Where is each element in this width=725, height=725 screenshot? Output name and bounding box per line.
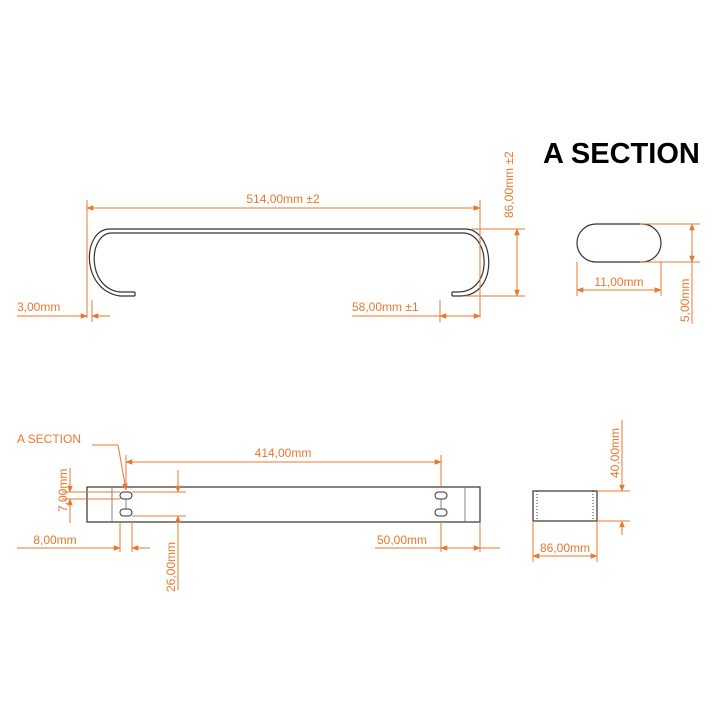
height-label: 86,00mm ±2 bbox=[502, 151, 516, 218]
section-title: A SECTION bbox=[543, 138, 700, 170]
hook-depth-label: 58,00mm ±1 bbox=[352, 300, 419, 314]
dim-section-height bbox=[640, 223, 700, 324]
cross-section bbox=[576, 223, 662, 263]
dim-hook-depth bbox=[352, 300, 481, 322]
total-length-label: 514,00mm ±2 bbox=[246, 192, 320, 206]
dim-thickness bbox=[17, 300, 110, 322]
flat-view bbox=[86, 486, 481, 523]
dim-section-width bbox=[576, 262, 662, 296]
side-view bbox=[532, 490, 598, 522]
dim-inner-offset bbox=[132, 470, 186, 590]
hole-length-label: 7,00mm bbox=[56, 469, 70, 512]
dim-edge-offset bbox=[17, 522, 150, 552]
edge-offset-label: 8,00mm bbox=[33, 533, 76, 547]
dim-side-width bbox=[532, 521, 598, 562]
hole-distance-label: 414,00mm bbox=[255, 446, 312, 460]
thickness-label: 3,00mm bbox=[17, 300, 60, 314]
dim-hole-length bbox=[62, 468, 120, 523]
end-offset-label: 50,00mm bbox=[377, 533, 427, 547]
side-width-label: 86,00mm bbox=[540, 541, 590, 555]
dim-height bbox=[465, 228, 525, 297]
dim-total-length bbox=[86, 200, 481, 318]
section-callout-leader bbox=[92, 444, 128, 491]
side-height-label: 40,00mm bbox=[608, 428, 622, 478]
dim-side-height bbox=[597, 420, 630, 535]
section-callout: A SECTION bbox=[17, 432, 81, 446]
dim-hole-distance bbox=[125, 455, 442, 487]
handle-profile bbox=[88, 228, 490, 297]
dim-end-offset bbox=[375, 522, 500, 552]
section-width-label: 11,00mm bbox=[594, 275, 643, 289]
inner-offset-label: 26,00mm bbox=[164, 542, 178, 592]
section-height-label: 5,00mm bbox=[678, 279, 692, 322]
